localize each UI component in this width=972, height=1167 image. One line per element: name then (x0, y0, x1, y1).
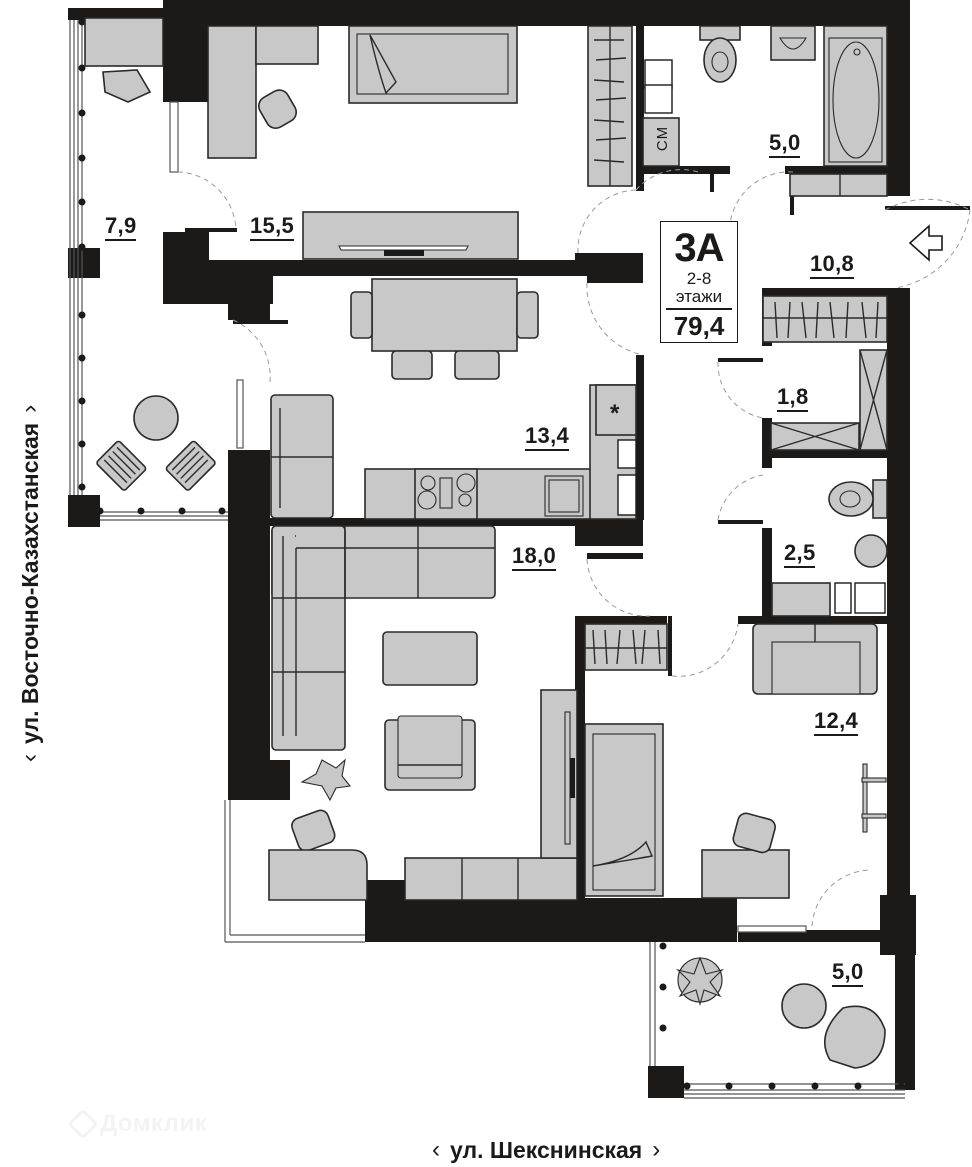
floors-label: этажи (675, 287, 723, 306)
chevron-right-icon: › (16, 404, 43, 413)
bathtub-icon (823, 25, 888, 167)
walls (68, 0, 970, 1098)
watermark-text: Домклик (100, 1110, 208, 1137)
loveseat-icon (752, 623, 878, 695)
armchair-icon (384, 715, 476, 791)
room-area-label-balcony-west: 7,9 (105, 215, 137, 241)
watermark: Домклик (67, 1108, 208, 1140)
apartment-type: 3А (674, 226, 724, 270)
chevron-right-icon: › (652, 1136, 661, 1163)
street-name-south: ул. Шекснинская (450, 1136, 643, 1163)
domclick-logo-icon (67, 1108, 99, 1140)
apartment-info-box: 3А 2-8 этажи 79,4 (660, 221, 738, 343)
desk-icon (701, 849, 790, 899)
toilet-icon (699, 25, 741, 83)
room-area-label-closet: 1,8 (777, 386, 809, 412)
living-room-furniture (268, 525, 578, 901)
windows (69, 20, 905, 1099)
hall-wardrobe-icon (762, 295, 888, 343)
bed-icon (348, 25, 518, 104)
hallway-fixtures (762, 224, 943, 617)
desk-chair-icon (732, 812, 776, 854)
wc-toilet-icon (828, 479, 888, 519)
storage-box-icon (770, 349, 888, 451)
chevron-left-icon: ‹ (432, 1136, 440, 1163)
south-bedroom-furniture (584, 623, 887, 899)
sink-icon (770, 25, 816, 61)
room-area-label-hallway: 10,8 (810, 253, 855, 279)
west-balcony-furniture (84, 17, 216, 491)
north-bedroom-furniture (207, 25, 633, 260)
washing-machine-icon (642, 117, 680, 167)
lounge-chair-icon (96, 440, 147, 491)
corner-sofa-icon (271, 525, 496, 751)
washing-machine-label: СМ (654, 125, 672, 152)
lounge-chair-icon (165, 440, 216, 491)
wardrobe-icon (587, 25, 633, 187)
street-label-south: ‹ ул. Шекснинская › (432, 1136, 660, 1164)
dining-table-icon (350, 278, 539, 380)
room-area-label-bedroom-north: 15,5 (250, 215, 295, 241)
street-name-west: ул. Восточно-Казахстанская (16, 422, 43, 744)
stove-icon (414, 468, 478, 520)
info-divider (666, 308, 732, 310)
bathroom-fixtures (642, 25, 888, 197)
total-area: 79,4 (673, 311, 725, 341)
tv-stand-icon (302, 211, 519, 260)
chair-icon (102, 69, 152, 103)
kitchen-counter-icon (364, 384, 637, 520)
room-area-label-kitchen: 13,4 (525, 425, 570, 451)
small-wardrobe-icon (584, 623, 668, 671)
kitchen-furniture (270, 278, 637, 520)
entrance-arrow-icon (908, 224, 943, 262)
wc-sink-icon (854, 534, 888, 568)
kitchen-sofa-icon (270, 394, 334, 519)
door-swings (177, 169, 971, 927)
potted-plant-icon (676, 956, 724, 1007)
room-area-label-bathroom: 5,0 (769, 132, 801, 158)
room-area-label-wc: 2,5 (784, 542, 816, 568)
towel-rail-icon (861, 763, 887, 833)
kitchen-sink-icon (544, 475, 584, 517)
reading-chair-icon (291, 809, 336, 852)
street-label-west: ‹ ул. Восточно-Казахстанская › (16, 405, 44, 762)
floors-range: 2-8 (686, 269, 712, 288)
room-area-label-bedroom-south: 12,4 (814, 710, 859, 736)
south-balcony-furniture (676, 956, 886, 1069)
rail-posts (78, 18, 905, 1090)
room-area-label-balcony-south: 5,0 (832, 961, 864, 987)
tv-unit-icon (404, 689, 578, 901)
office-chair-icon (258, 89, 297, 129)
room-area-label-living-room: 18,0 (512, 545, 557, 571)
plant-icon (300, 758, 352, 802)
single-bed-icon (584, 723, 664, 897)
lounge-armchair-icon (823, 1005, 886, 1069)
fridge-icon: * (610, 400, 620, 427)
chevron-left-icon: ‹ (16, 754, 43, 762)
